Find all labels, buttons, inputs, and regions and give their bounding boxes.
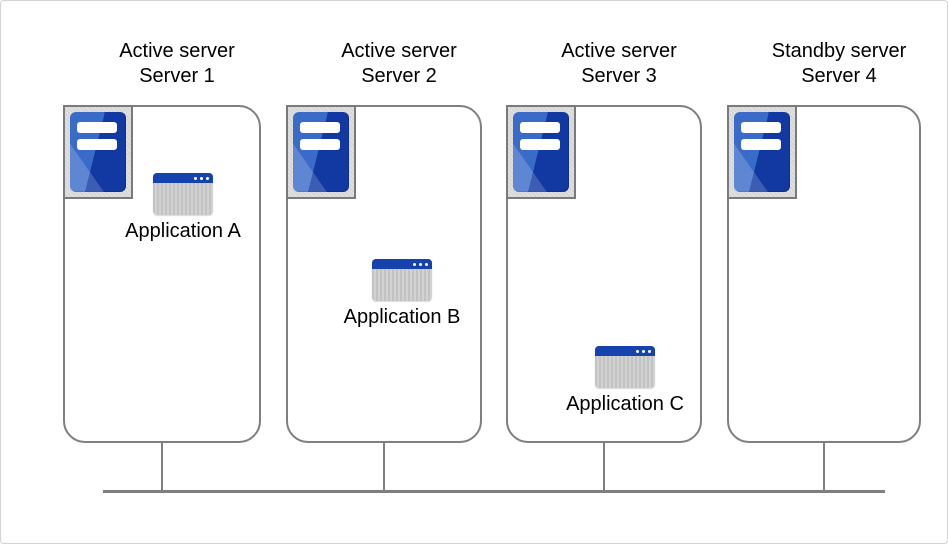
server-4-name: Server 4 [801, 65, 877, 87]
server-3-network-connector [603, 442, 605, 491]
window-dot-icon [642, 349, 645, 353]
server-drive-bay-icon [77, 122, 117, 133]
server-tower-icon [734, 112, 790, 192]
server-drive-bay-icon [520, 139, 560, 150]
server-4-title: Standby server Server 4 [719, 39, 947, 89]
server-drive-bay-icon [741, 139, 781, 150]
server-2-title: Active server Server 2 [279, 39, 519, 89]
server-1-name: Server 1 [139, 65, 215, 87]
server-3-role: Active server [561, 40, 677, 62]
server-box-1: Application A [63, 105, 261, 443]
server-drive-bay-icon [300, 122, 340, 133]
server-box-2: Application B [286, 105, 482, 443]
server-icon [63, 105, 133, 199]
window-titlebar-icon [595, 346, 655, 356]
server-icon [727, 105, 797, 199]
server-4-role: Standby server [771, 40, 907, 62]
server-3-name: Server 3 [581, 65, 657, 87]
window-dot-icon [648, 349, 651, 353]
server-2-network-connector [383, 442, 385, 491]
server-1-network-connector [161, 442, 163, 491]
server-drive-bay-icon [300, 139, 340, 150]
server-2-name: Server 2 [361, 65, 437, 87]
server-box-4 [727, 105, 921, 443]
window-dot-icon [413, 262, 416, 266]
server-4-network-connector [823, 442, 825, 491]
server-1-title: Active server Server 1 [57, 39, 297, 89]
server-drive-bay-icon [77, 139, 117, 150]
window-titlebar-icon [372, 259, 432, 269]
server-icon [506, 105, 576, 199]
server-tower-icon [293, 112, 349, 192]
server-drive-bay-icon [520, 122, 560, 133]
window-dot-icon [636, 349, 639, 353]
window-dot-icon [206, 176, 209, 180]
server-2-role: Active server [341, 40, 457, 62]
server-tower-icon [70, 112, 126, 192]
server-3-title: Active server Server 3 [499, 39, 739, 89]
window-dot-icon [194, 176, 197, 180]
server-icon [286, 105, 356, 199]
server-tower-icon [513, 112, 569, 192]
window-dot-icon [200, 176, 203, 180]
server-box-3: Application C [506, 105, 702, 443]
application-b-label: Application B [343, 306, 461, 328]
application-window-icon [595, 346, 655, 388]
server-drive-bay-icon [741, 122, 781, 133]
server-1-role: Active server [119, 40, 235, 62]
network-bus-line [103, 490, 885, 493]
application-window-icon [153, 173, 213, 215]
window-dot-icon [425, 262, 428, 266]
application-a-label: Application A [125, 220, 241, 242]
window-dot-icon [419, 262, 422, 266]
window-titlebar-icon [153, 173, 213, 183]
application-c-label: Application C [566, 393, 684, 415]
application-window-icon [372, 259, 432, 301]
